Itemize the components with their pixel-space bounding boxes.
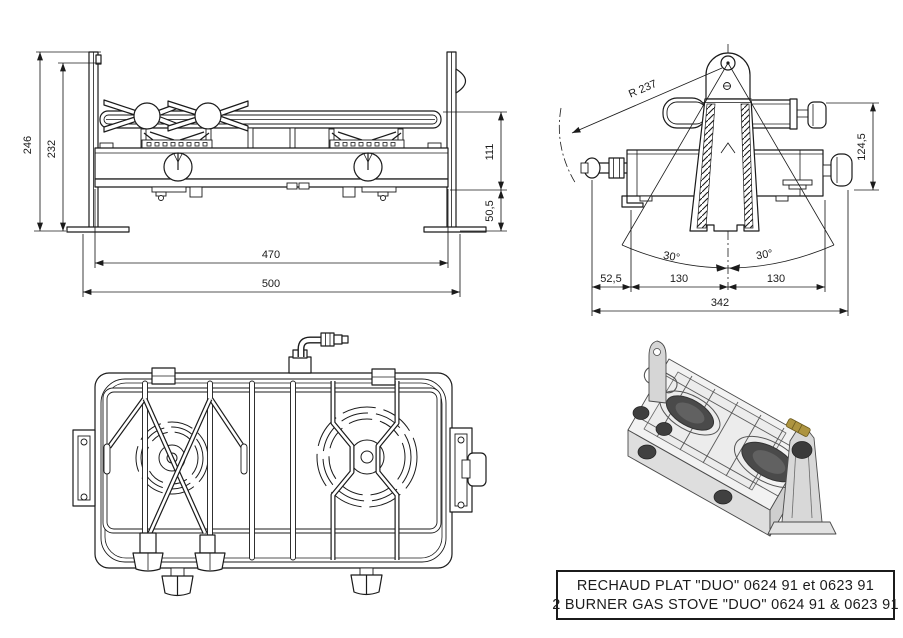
- top-control-knob-right: [350, 567, 383, 596]
- rail-post-right: [289, 127, 296, 151]
- top-right-mount-bracket: [449, 427, 487, 513]
- top-clamp-knob-right: [194, 534, 226, 572]
- front-right-burner: [328, 128, 405, 149]
- title-block: RECHAUD PLAT "DUO" 0624 91 et 0623 91 2 …: [552, 570, 899, 620]
- isometric-view: [627, 340, 837, 537]
- top-grid-wires: [142, 380, 400, 561]
- iso-knob-left: [637, 444, 657, 460]
- iso-right-bracket: [767, 426, 837, 535]
- dim-246: 246: [22, 136, 34, 154]
- rail-post-left: [247, 127, 254, 151]
- iso-knob-right: [713, 489, 733, 505]
- dim-342: 342: [711, 297, 729, 309]
- front-right-wall-bracket: [423, 51, 487, 233]
- side-rail: [662, 97, 827, 130]
- dim-angle-right: 30°: [755, 248, 773, 263]
- side-gas-inlet-fitting: [580, 157, 627, 179]
- front-pot-holder-clamps: [103, 99, 249, 133]
- top-edge-clips: [151, 367, 396, 386]
- top-gas-inlet-elbow: [288, 332, 349, 374]
- front-view-dimensions: 246 232 111 50,5 470 500: [22, 51, 507, 297]
- top-control-knob-left: [161, 567, 194, 597]
- dim-angle-left: 30°: [662, 250, 680, 265]
- title-line-english: 2 BURNER GAS STOVE "DUO" 0624 91 & 0623 …: [552, 597, 899, 613]
- dim-500: 500: [262, 278, 280, 290]
- dim-50-5: 50,5: [484, 200, 496, 221]
- top-pot-holder-arms: [103, 397, 248, 535]
- dim-470: 470: [262, 249, 280, 261]
- dim-52-5: 52,5: [600, 273, 621, 285]
- front-left-burner: [140, 128, 213, 149]
- front-control-knob-left: [163, 152, 193, 182]
- top-rail-inner: [106, 391, 438, 530]
- front-control-knob-right: [353, 152, 383, 182]
- iso-brass-fitting: [785, 418, 811, 437]
- top-left-mount-bracket: [72, 429, 96, 507]
- dim-130-left: 130: [670, 273, 688, 285]
- dim-232: 232: [46, 140, 58, 158]
- side-view-dimensions: 124,5 52,5 130 130 342: [591, 102, 879, 316]
- front-view: 246 232 111 50,5 470 500: [22, 51, 507, 297]
- title-block-border: [556, 570, 895, 620]
- side-view: 30° 30° R 237 124,5 52,5 130 130 342: [558, 44, 879, 316]
- side-control-knob: [822, 153, 853, 187]
- top-view: [72, 332, 487, 597]
- dim-130-right: 130: [767, 273, 785, 285]
- dim-124-5: 124,5: [856, 133, 868, 161]
- iso-left-bracket: [632, 340, 673, 436]
- dim-111: 111: [484, 144, 496, 161]
- title-line-french: RECHAUD PLAT "DUO" 0624 91 et 0623 91: [577, 578, 874, 594]
- front-left-wall-bracket: [66, 51, 130, 233]
- side-pivot-bracket: [689, 52, 760, 232]
- front-stove-body: [94, 147, 449, 201]
- top-clamp-knob-left: [132, 532, 164, 572]
- top-right-burner: [316, 406, 418, 508]
